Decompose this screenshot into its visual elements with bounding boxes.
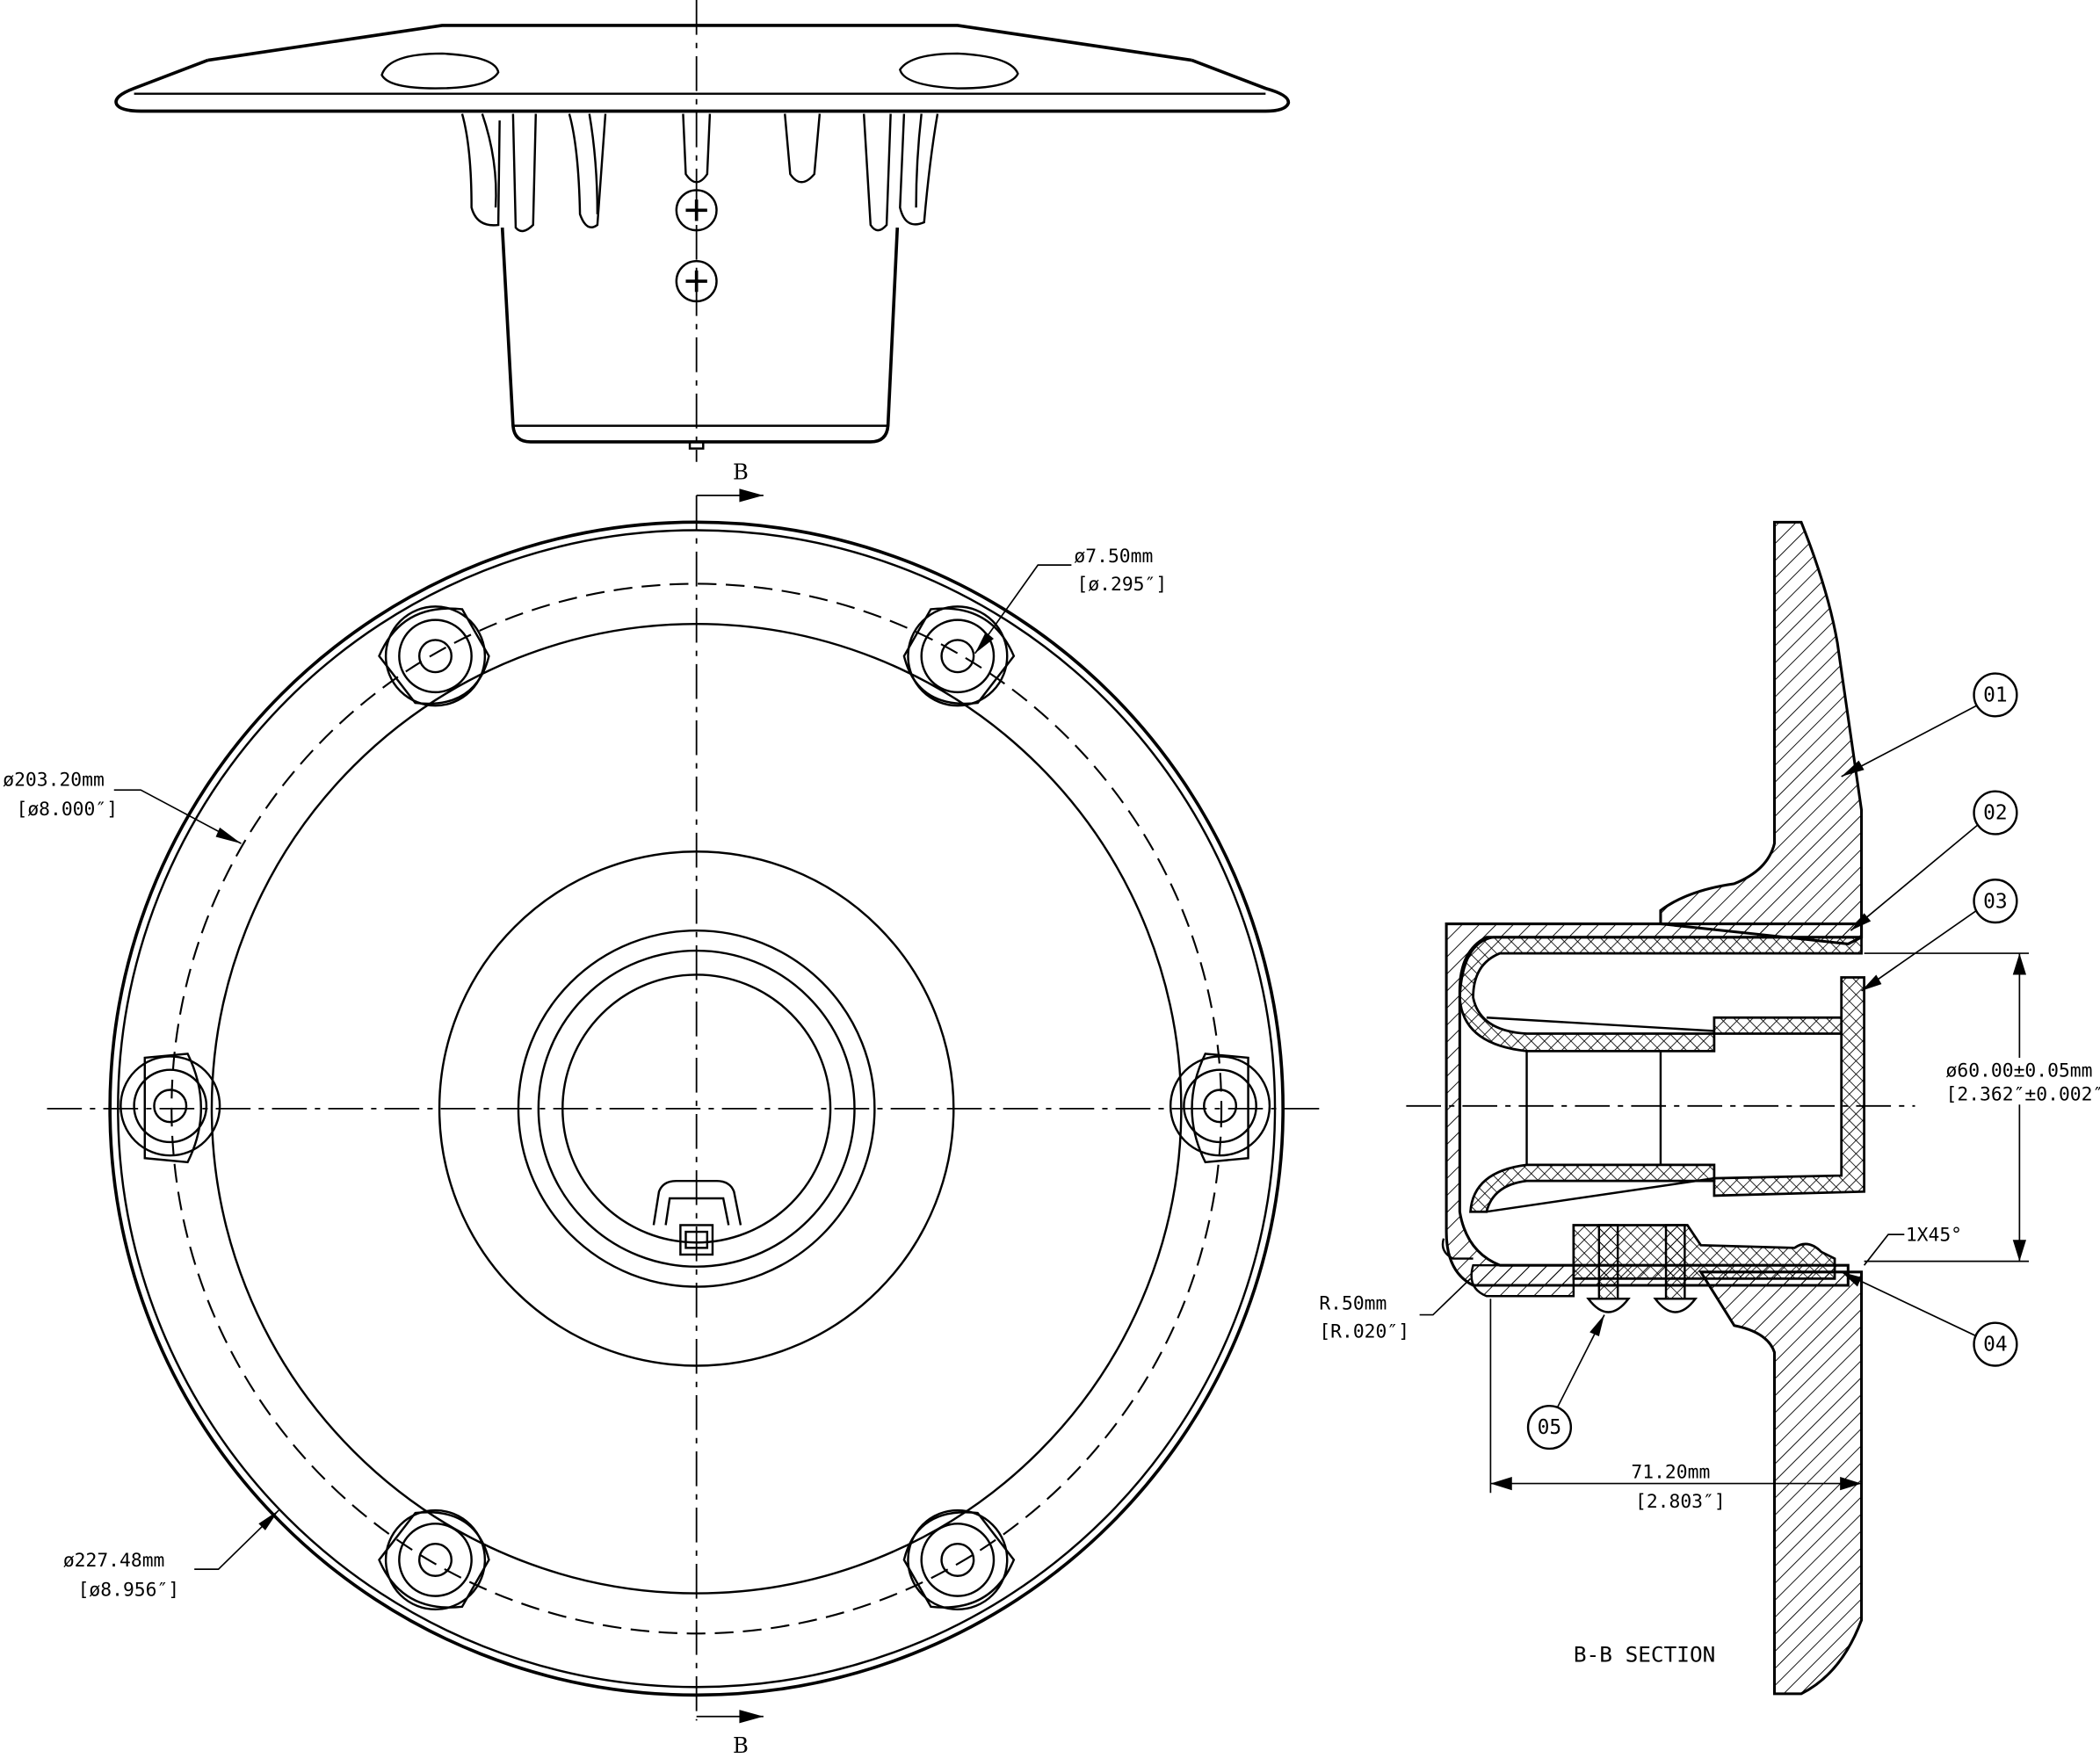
body — [500, 227, 900, 444]
flange-top — [207, 24, 1192, 62]
callout-01: 01 — [1841, 672, 2018, 778]
elevation-view — [114, 0, 1291, 462]
section-arrow-bottom: B — [696, 1710, 764, 1758]
bolt-circle-metric: ø203.20mm — [3, 770, 105, 792]
section-arrow-top: B — [696, 459, 764, 503]
section-marker-label: B — [733, 459, 749, 485]
bore-metric: ø60.00±0.05mm — [1946, 1060, 2093, 1082]
radius-metric: R.50mm — [1319, 1292, 1387, 1314]
hole-diameter-metric: ø7.50mm — [1074, 546, 1153, 568]
callout-05: 05 — [1526, 1314, 1605, 1451]
bore-imperial: [2.362″±0.002″] — [1946, 1084, 2100, 1106]
depth-imperial: [2.803″] — [1635, 1491, 1726, 1513]
part-housing — [1445, 922, 1864, 1287]
flange-edge — [114, 58, 1291, 113]
bolt-circle-imperial: [ø8.000″] — [16, 799, 118, 821]
bolt-hole — [378, 1508, 490, 1611]
bolt-hole — [378, 605, 490, 707]
part-01-base — [1659, 520, 1864, 945]
slot-left — [380, 52, 500, 90]
section-marker-label: B — [733, 1733, 749, 1758]
svg-text:04: 04 — [1983, 1334, 2008, 1356]
bolt-hole — [119, 1053, 221, 1164]
bolt-hole — [902, 1508, 1016, 1611]
callout-03: 03 — [1861, 879, 2018, 992]
hole-diameter-imperial: [ø.295″] — [1076, 574, 1167, 596]
plan-view: B B ø7.50mm [ø.295″] ø203.20mm [ø8.000″]… — [3, 459, 1320, 1758]
svg-text:03: 03 — [1983, 890, 2008, 913]
chamfer-label: 1X45° — [1906, 1225, 1962, 1247]
bolt-hole — [1169, 1053, 1271, 1164]
callout-04: 04 — [1841, 1271, 2018, 1367]
radius-imperial: [R.020″] — [1319, 1320, 1409, 1342]
outer-diameter-imperial: [ø8.956″] — [78, 1580, 180, 1602]
part-02-liner — [1458, 936, 1863, 1053]
callout-02: 02 — [1850, 790, 2018, 931]
outer-diameter-metric: ø227.48mm — [63, 1550, 165, 1572]
depth-metric: 71.20mm — [1631, 1461, 1710, 1483]
slot-right — [898, 52, 1019, 90]
svg-text:02: 02 — [1983, 802, 2008, 825]
section-title: B-B SECTION — [1574, 1641, 1715, 1667]
ribs — [460, 113, 939, 233]
part-04-cover — [1572, 1224, 1836, 1280]
section-view: ø60.00±0.05mm [2.362″±0.002″] 1X45° 71.2… — [1319, 520, 2100, 1696]
part-05-screws — [1586, 1224, 1698, 1313]
svg-text:05: 05 — [1538, 1416, 1562, 1439]
part-03-sleeve — [1713, 976, 1865, 1197]
svg-text:01: 01 — [1983, 684, 2008, 707]
